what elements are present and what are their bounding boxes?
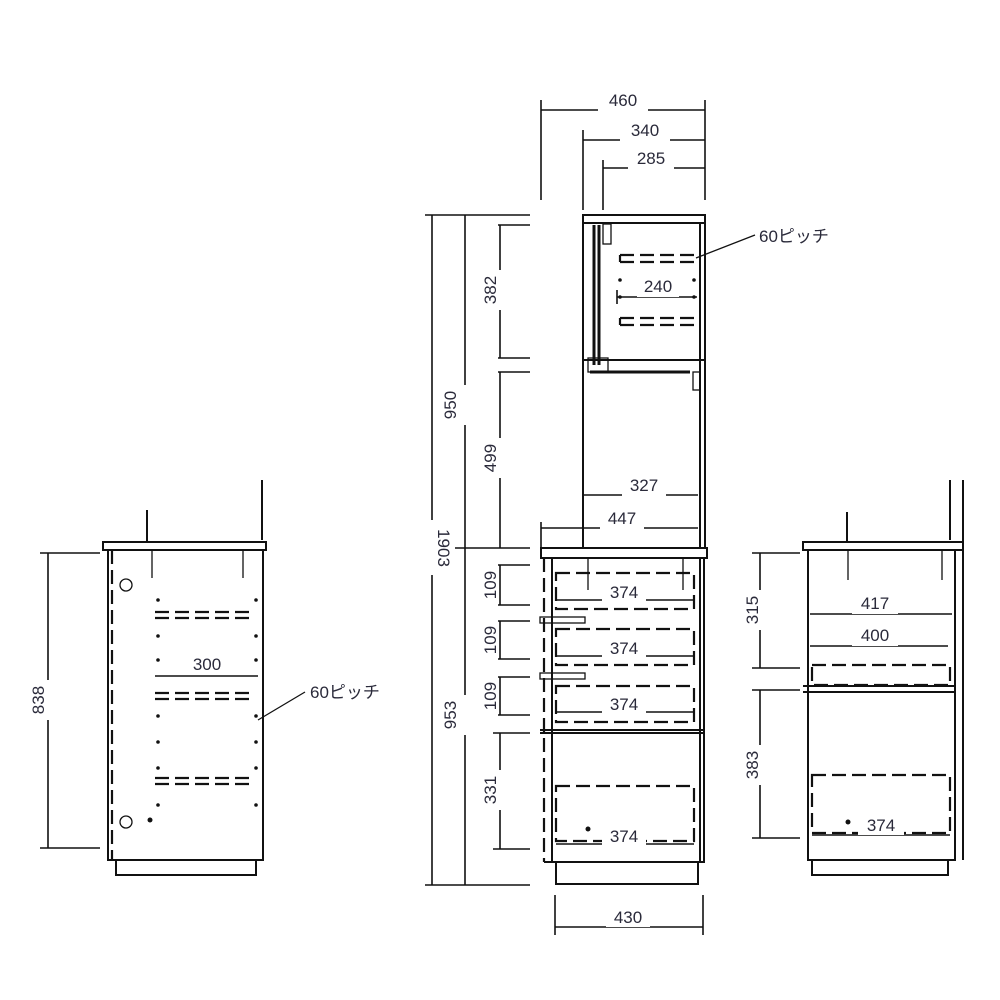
top-board [102,541,267,551]
dim-label: 953 [441,701,460,729]
hinge-icon [119,578,133,592]
drawer-height-label: 109 [481,571,500,599]
drawer-dashed [554,684,696,724]
dim-label: 1903 [434,529,453,567]
counter-top [540,547,708,559]
dim-label: 374 [867,816,895,835]
dim-width-285: 285 [602,149,705,210]
drawer-dashed [554,627,696,667]
dim-label: 331 [481,776,500,804]
drawer-width-label: 374 [610,695,638,714]
hinge-icon [119,815,133,829]
dim-label: 340 [631,121,659,140]
upper-cabinet [582,214,706,549]
dim-label: 417 [861,594,889,613]
pitch-label: 60ピッチ [310,683,380,702]
dim-label: 460 [609,91,637,110]
shelf-dashed [618,316,698,327]
front-view: 460 340 285 240 [422,91,829,935]
drawer-height-label: 109 [481,682,500,710]
shelf-dashed [618,253,698,264]
plinth [555,861,699,885]
dim-label: 499 [481,444,500,472]
drawer-handle [539,616,586,624]
drawer-width-label: 374 [610,583,638,602]
drawer-height-label: 109 [481,626,500,654]
dim-label: 382 [481,276,500,304]
dim-label: 838 [29,686,48,714]
dim-label: 950 [441,391,460,419]
dim-label: 447 [608,509,636,528]
dim-label: 400 [861,626,889,645]
plinth [811,859,949,876]
dim-label: 327 [630,476,658,495]
dim-label: 300 [193,655,221,674]
dim-label: 383 [743,751,762,779]
bottom-width-label: 374 [610,827,638,846]
drawer-width-label: 374 [610,639,638,658]
pitch-leader [257,691,306,721]
right-side-view: 417 400 374 315 383 [743,480,964,876]
dim-label: 240 [644,277,672,296]
dim-width-460: 460 [540,91,706,200]
dim-label: 315 [743,596,762,624]
pitch-label: 60ピッチ [759,227,829,246]
pitch-leader [695,234,756,259]
drawer-handle [539,672,586,680]
dim-label: 285 [637,149,665,168]
left-side-view: 300 60ピッチ 838 [29,480,380,876]
drawer-dashed [810,663,952,687]
drawer-dashed [554,571,696,611]
dim-label: 430 [614,908,642,927]
top-board [802,541,964,551]
dim-width-340: 340 [582,121,705,210]
plinth [115,859,257,876]
